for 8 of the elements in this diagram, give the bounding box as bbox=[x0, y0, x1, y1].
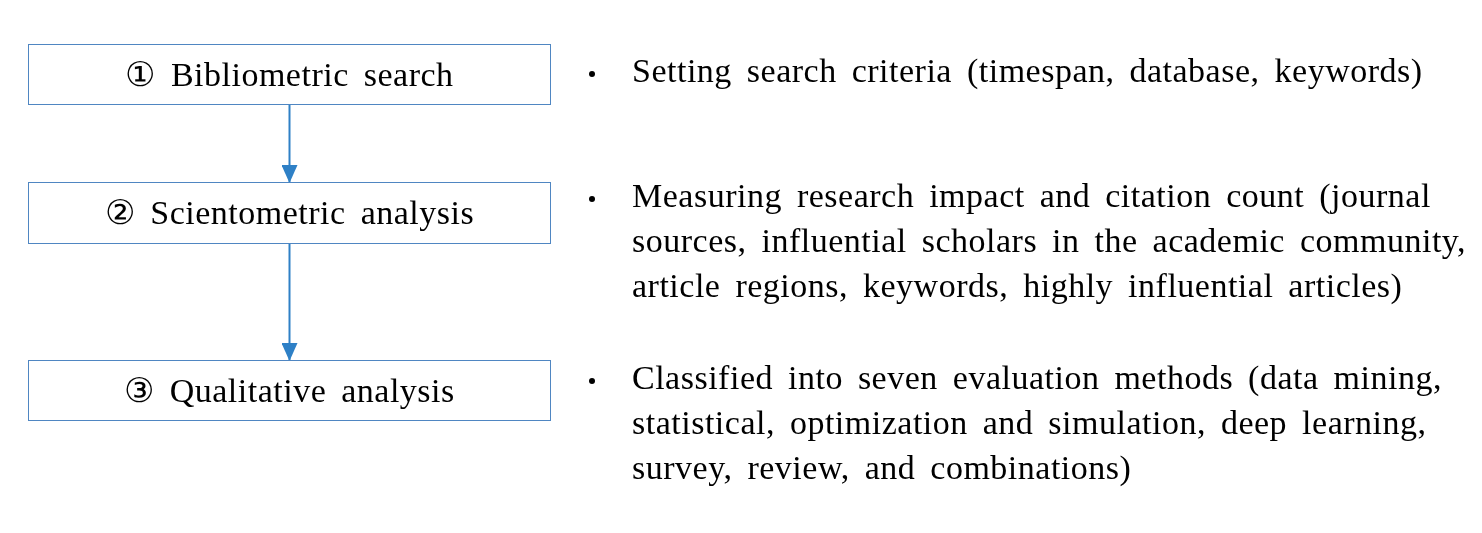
process-box: ② Scientometric analysis bbox=[28, 182, 551, 244]
process-box: ① Bibliometric search bbox=[28, 44, 551, 105]
bullet-text: Measuring research impact and citation count (journal sources, influential scholars in the academic community, article regions, keywords, highly influential articles) bbox=[632, 176, 1468, 306]
bullet-text: Setting search criteria (timespan, database, keywords) bbox=[632, 51, 1424, 91]
arrow bbox=[281, 243, 298, 361]
arrow bbox=[281, 104, 298, 183]
bullet-text: Classified into seven evaluation methods (data mining, statistical, optimization and simulation, deep learning, survey, review, and combinations) bbox=[632, 358, 1443, 488]
process-box: ③ Qualitative analysis bbox=[28, 360, 551, 421]
